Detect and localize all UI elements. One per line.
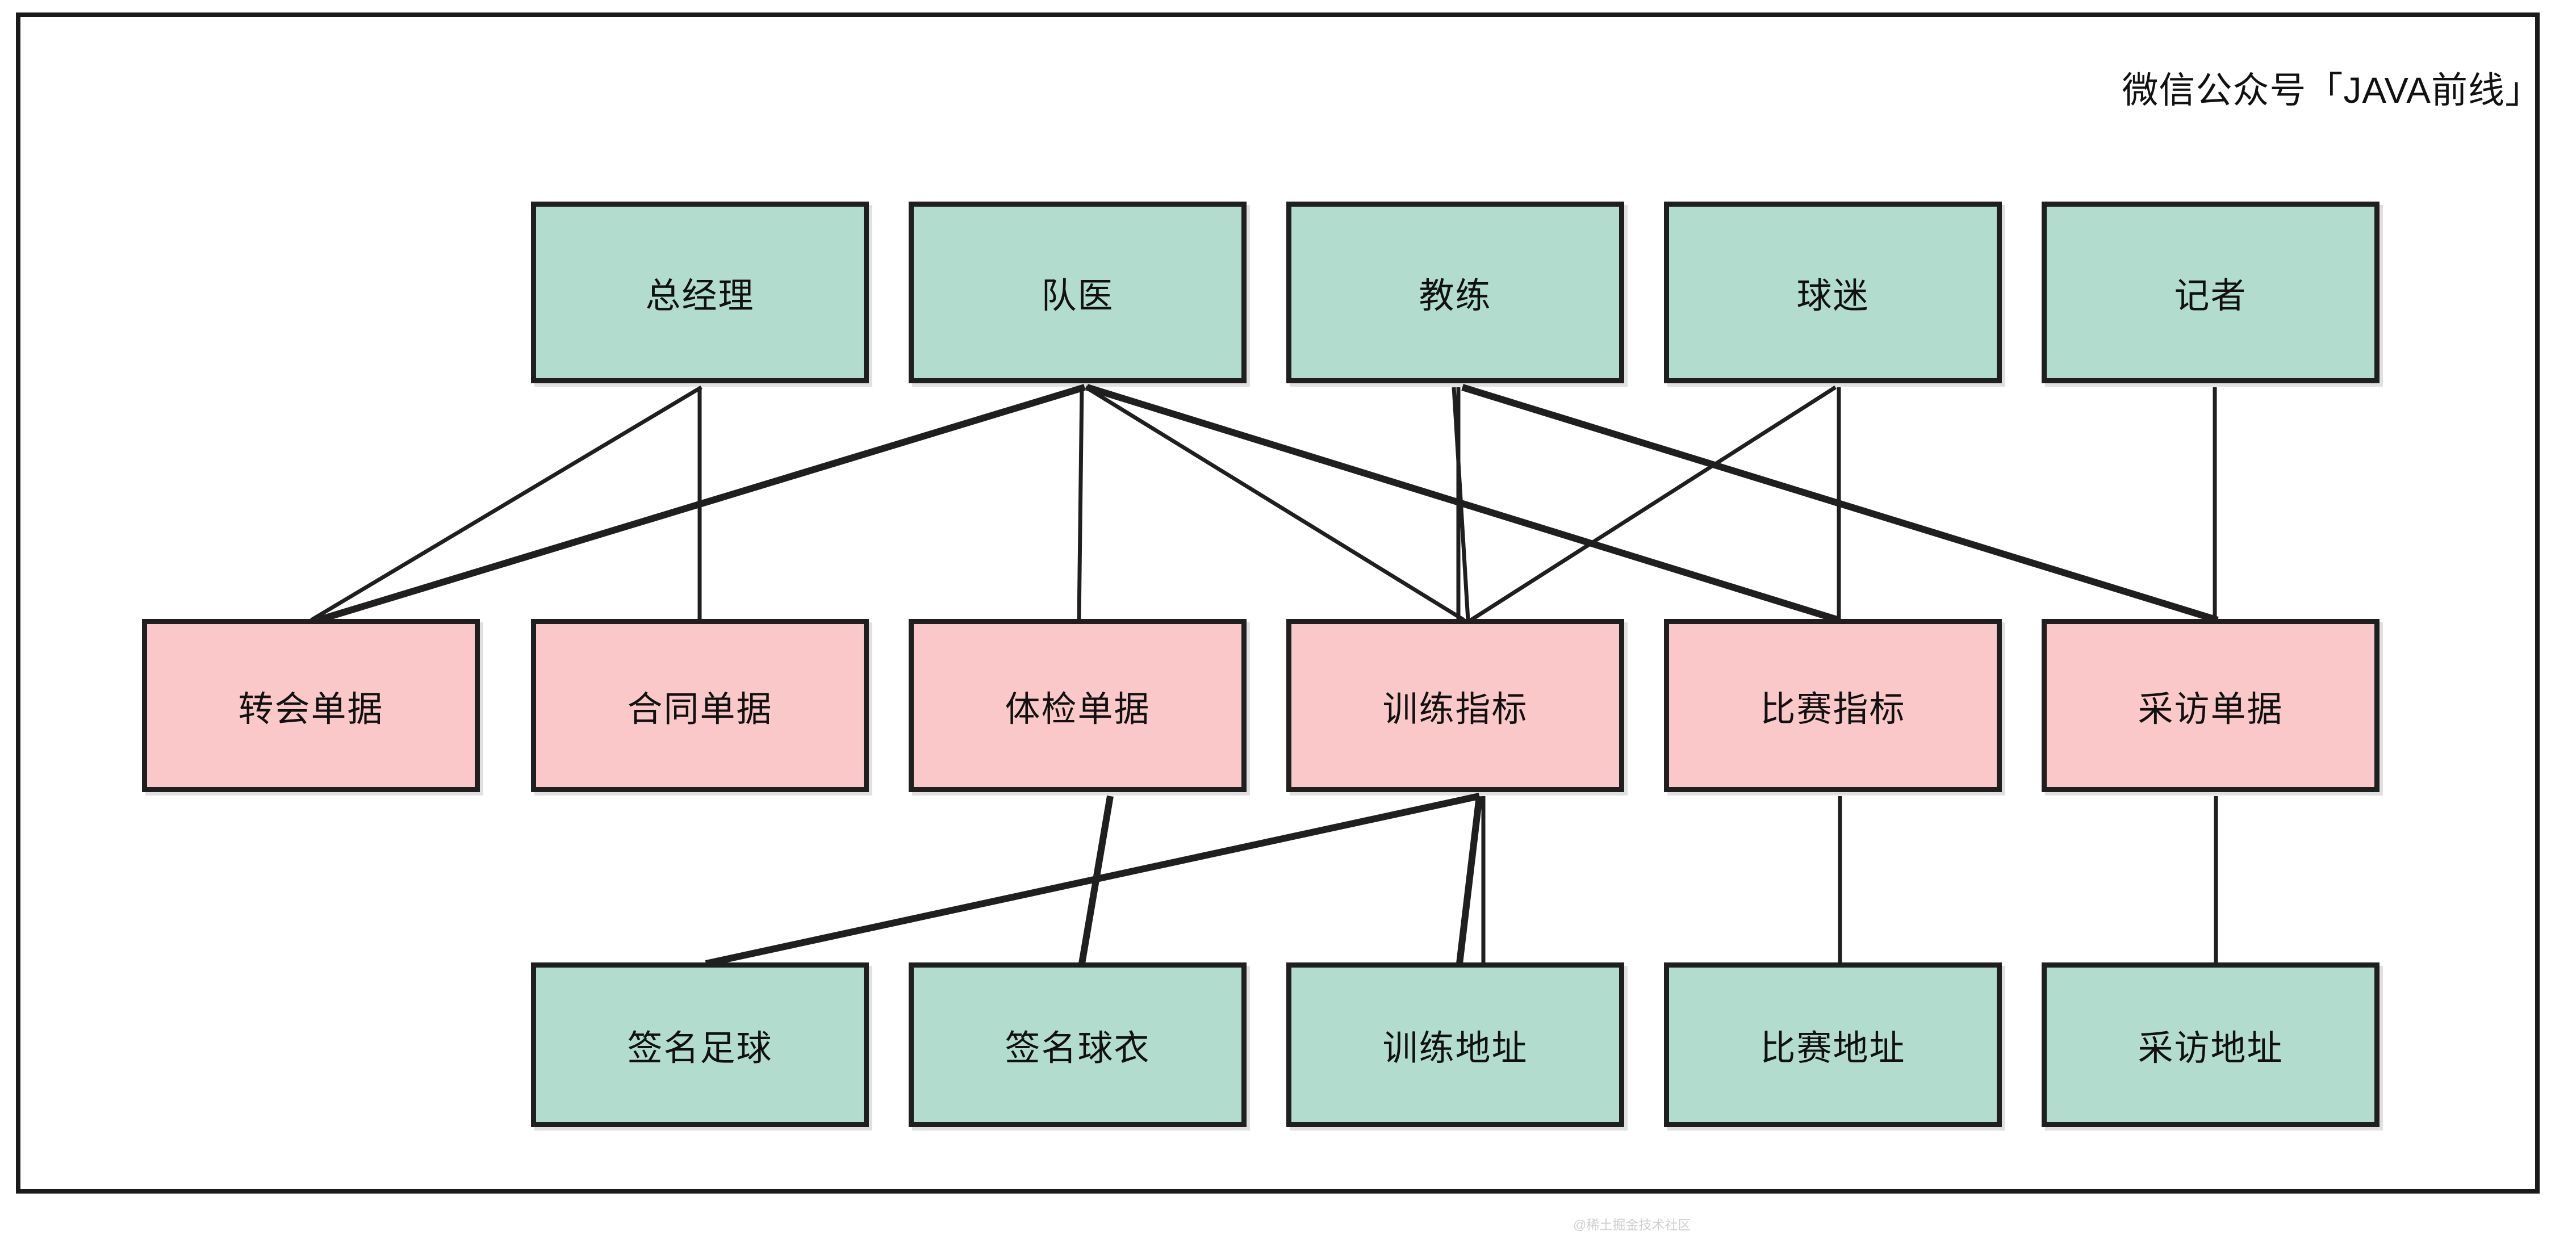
edge-教练-to-训练指标 [1452,387,1470,621]
entity-box-s2[interactable]: 签名球衣 [909,962,1247,1127]
edge-队医-to-训练指标 [1085,386,1465,622]
entity-box-s5[interactable]: 采访地址 [2042,962,2380,1127]
entity-label: 比赛指标 [1760,689,1906,729]
edge-训练指标-to-训练地址 [1456,796,1483,964]
entity-label: 队医 [1041,277,1114,316]
watermark: @稀土掘金技术社区 [1573,1217,1691,1232]
edge-训练指标-to-签名足球 [705,793,1481,967]
entity-label: 签名足球 [627,1029,773,1068]
entity-box-a1[interactable]: 总经理 [531,202,869,383]
entity-label: 转会单据 [238,689,384,729]
entity-label: 签名球衣 [1005,1029,1151,1068]
entity-label: 教练 [1419,277,1492,316]
page-title: 微信公众号「JAVA前线」 [2122,70,2542,111]
entity-label: 体检单据 [1005,689,1151,729]
entity-label: 比赛地址 [1760,1029,1906,1068]
entity-box-d6[interactable]: 采访单据 [2042,619,2380,792]
entity-label: 总经理 [645,277,755,316]
entity-box-s1[interactable]: 签名足球 [531,962,869,1127]
edge-总经理-to-转会单据 [310,385,702,622]
entity-label: 记者 [2174,277,2247,316]
entity-label: 训练地址 [1382,1029,1528,1068]
edge-队医-to-转会单据 [317,384,1086,623]
entity-label: 球迷 [1796,277,1870,316]
entity-box-s4[interactable]: 比赛地址 [1664,962,2002,1127]
entity-box-d3[interactable]: 体检单据 [909,619,1247,792]
entity-box-a4[interactable]: 球迷 [1664,202,2002,383]
entity-box-d1[interactable]: 转会单据 [142,619,480,792]
entity-box-a2[interactable]: 队医 [909,202,1247,383]
entity-label: 采访单据 [2138,689,2284,729]
entity-box-d2[interactable]: 合同单据 [531,619,869,792]
entity-box-s3[interactable]: 训练地址 [1286,962,1624,1127]
entity-box-a5[interactable]: 记者 [2042,202,2380,383]
entity-label: 训练指标 [1382,689,1528,729]
edge-队医-to-体检单据 [1077,387,1084,621]
entity-label: 合同单据 [627,689,773,729]
entity-box-a3[interactable]: 教练 [1286,202,1624,383]
edge-球迷-to-训练指标 [1470,386,1837,622]
entity-label: 采访地址 [2138,1029,2284,1068]
entity-box-d5[interactable]: 比赛指标 [1664,619,2002,792]
entity-box-d4[interactable]: 训练指标 [1286,619,1624,792]
